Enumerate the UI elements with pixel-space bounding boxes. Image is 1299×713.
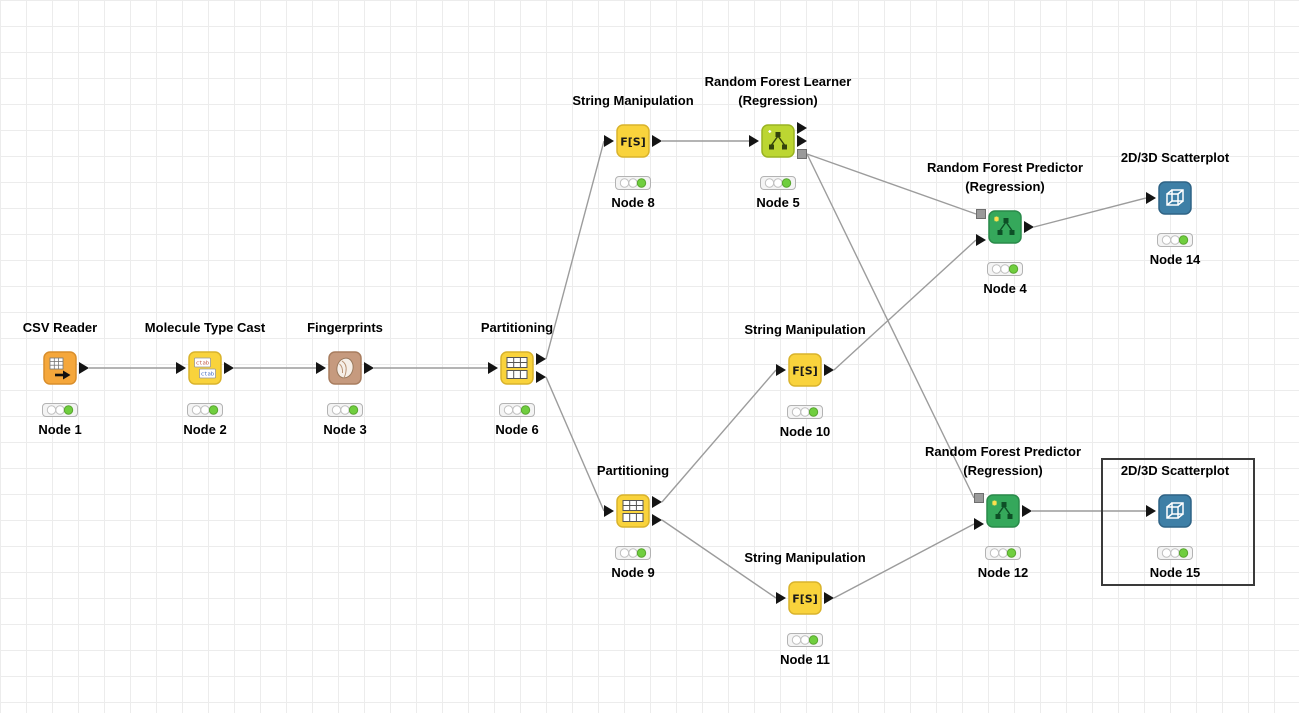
output-port[interactable] bbox=[79, 362, 89, 374]
node-title: Random Forest Learner (Regression) bbox=[704, 74, 852, 109]
output-port[interactable] bbox=[224, 362, 234, 374]
string-manipulation-icon[interactable]: F[S] bbox=[787, 580, 823, 616]
traffic-light-status bbox=[1157, 546, 1193, 560]
input-port[interactable] bbox=[488, 362, 498, 374]
connection-node4-to-node14[interactable] bbox=[1033, 197, 1147, 228]
node-title: String Manipulation bbox=[744, 322, 866, 338]
model-input-port[interactable] bbox=[976, 209, 986, 219]
node-label: Node 2 bbox=[183, 422, 227, 437]
scatterplot-3d-icon[interactable] bbox=[1157, 180, 1193, 216]
traffic-light-status bbox=[327, 403, 363, 417]
connection-node6-to-node9[interactable] bbox=[545, 376, 605, 512]
traffic-light-status bbox=[615, 546, 651, 560]
traffic-light-status bbox=[615, 176, 651, 190]
data-input-port[interactable] bbox=[976, 234, 986, 246]
csv-reader-icon[interactable] bbox=[42, 350, 78, 386]
traffic-light-status bbox=[787, 633, 823, 647]
traffic-light-status bbox=[760, 176, 796, 190]
string-manipulation-icon[interactable]: F[S] bbox=[615, 123, 651, 159]
node-label: Node 11 bbox=[780, 652, 830, 667]
node-title: Partitioning bbox=[480, 320, 554, 336]
traffic-light-status bbox=[987, 262, 1023, 276]
node-label: Node 3 bbox=[323, 422, 367, 437]
svg-text:ctab: ctab bbox=[196, 361, 209, 367]
traffic-light-status bbox=[1157, 233, 1193, 247]
node-title: Fingerprints bbox=[307, 320, 383, 336]
second-partition-output-port[interactable] bbox=[652, 514, 662, 526]
node-label: Node 6 bbox=[495, 422, 539, 437]
input-port[interactable] bbox=[1146, 505, 1156, 517]
output-port[interactable] bbox=[824, 592, 834, 604]
input-port[interactable] bbox=[1146, 192, 1156, 204]
output-port[interactable] bbox=[1024, 221, 1034, 233]
connection-node10-to-node4[interactable] bbox=[833, 239, 977, 371]
node-label: Node 14 bbox=[1149, 252, 1201, 267]
string-manipulation-icon[interactable]: F[S] bbox=[787, 352, 823, 388]
scatterplot-3d-icon[interactable] bbox=[1157, 493, 1193, 529]
partitioning-icon[interactable] bbox=[615, 493, 651, 529]
traffic-light-status bbox=[985, 546, 1021, 560]
traffic-light-status bbox=[187, 403, 223, 417]
random-forest-learner-icon[interactable] bbox=[760, 123, 796, 159]
node-title: String Manipulation bbox=[744, 550, 866, 566]
model-input-port[interactable] bbox=[974, 493, 984, 503]
output-port[interactable] bbox=[797, 135, 807, 147]
random-forest-predictor-icon[interactable] bbox=[985, 493, 1021, 529]
node-title: CSV Reader bbox=[22, 320, 98, 336]
node-label: Node 4 bbox=[983, 281, 1027, 296]
svg-text:F[S]: F[S] bbox=[792, 593, 818, 606]
second-partition-output-port[interactable] bbox=[536, 371, 546, 383]
node-label: Node 5 bbox=[756, 195, 800, 210]
svg-text:F[S]: F[S] bbox=[620, 136, 646, 149]
node-title: String Manipulation bbox=[572, 93, 694, 109]
model-output-port[interactable] bbox=[797, 149, 807, 159]
node-label: Node 10 bbox=[779, 424, 831, 439]
traffic-light-status bbox=[499, 403, 535, 417]
partitioning-icon[interactable] bbox=[499, 350, 535, 386]
first-partition-output-port[interactable] bbox=[536, 353, 546, 365]
output-port[interactable] bbox=[1022, 505, 1032, 517]
output-port[interactable] bbox=[652, 135, 662, 147]
node-title: 2D/3D Scatterplot bbox=[1120, 463, 1230, 479]
molecule-type-cast-icon[interactable]: ctab ctab bbox=[187, 350, 223, 386]
data-input-port[interactable] bbox=[974, 518, 984, 530]
input-port[interactable] bbox=[776, 364, 786, 376]
output-port[interactable] bbox=[797, 122, 807, 134]
node-label: Node 15 bbox=[1149, 565, 1201, 580]
node-label: Node 8 bbox=[611, 195, 655, 210]
node-title: Molecule Type Cast bbox=[144, 320, 266, 336]
first-partition-output-port[interactable] bbox=[652, 496, 662, 508]
selection-rectangle[interactable] bbox=[1101, 458, 1255, 586]
svg-text:ctab: ctab bbox=[201, 372, 214, 378]
input-port[interactable] bbox=[316, 362, 326, 374]
fingerprints-icon[interactable] bbox=[327, 350, 363, 386]
svg-text:F[S]: F[S] bbox=[792, 365, 818, 378]
random-forest-predictor-icon[interactable] bbox=[987, 209, 1023, 245]
output-port[interactable] bbox=[824, 364, 834, 376]
input-port[interactable] bbox=[604, 505, 614, 517]
input-port[interactable] bbox=[749, 135, 759, 147]
traffic-light-status bbox=[787, 405, 823, 419]
input-port[interactable] bbox=[776, 592, 786, 604]
traffic-light-status bbox=[42, 403, 78, 417]
output-port[interactable] bbox=[364, 362, 374, 374]
node-label: Node 9 bbox=[611, 565, 655, 580]
input-port[interactable] bbox=[176, 362, 186, 374]
node-label: Node 1 bbox=[38, 422, 82, 437]
node-title: 2D/3D Scatterplot bbox=[1120, 150, 1230, 166]
input-port[interactable] bbox=[604, 135, 614, 147]
node-title: Partitioning bbox=[596, 463, 670, 479]
node-label: Node 12 bbox=[977, 565, 1029, 580]
